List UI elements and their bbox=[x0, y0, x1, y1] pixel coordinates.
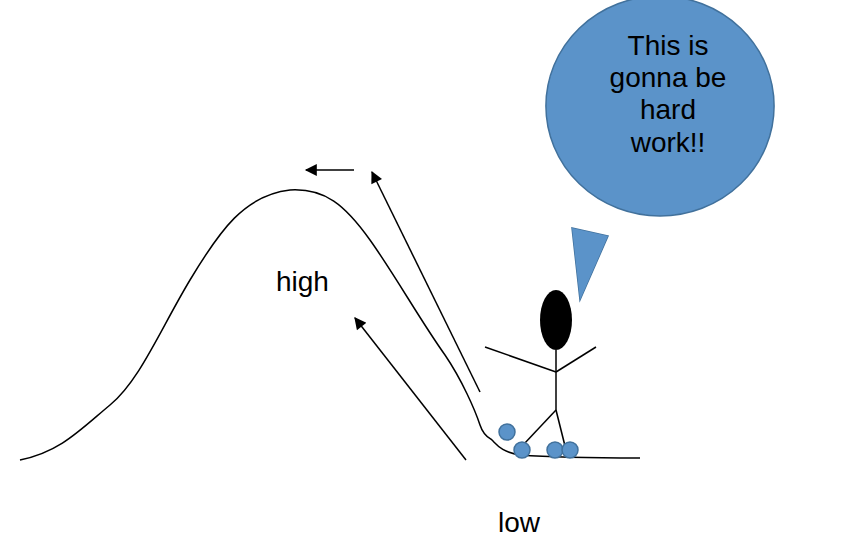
hill-outline bbox=[20, 190, 640, 460]
balls bbox=[499, 424, 578, 458]
slope-arrow bbox=[372, 172, 480, 392]
axis-label: low bbox=[498, 507, 540, 539]
top-arrow bbox=[306, 169, 354, 171]
axis-label: high bbox=[276, 266, 329, 298]
stick-figure bbox=[485, 290, 596, 446]
gradient-arrow bbox=[355, 318, 466, 460]
speech-bubble: This is gonna be hard work!! bbox=[550, 0, 770, 212]
speech-text: This is gonna be hard work!! bbox=[606, 30, 730, 159]
